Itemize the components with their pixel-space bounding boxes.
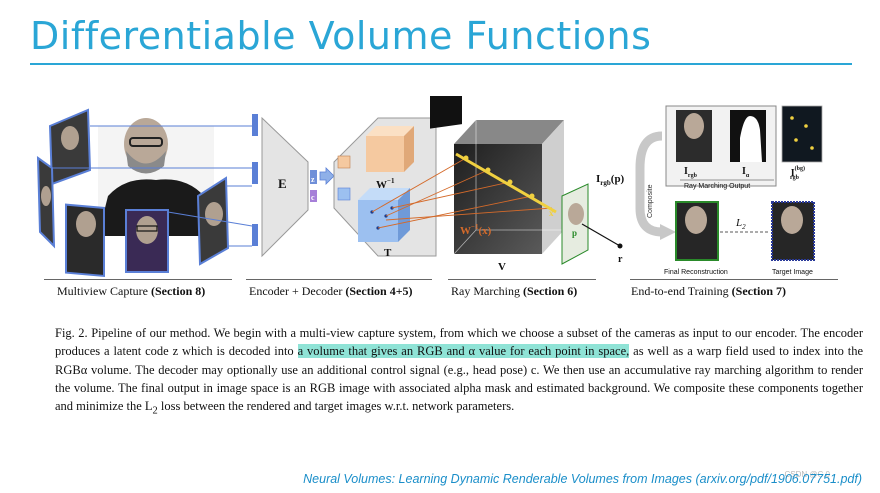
panel-label-encoder: Encoder + Decoder (Section 4+5) <box>249 284 413 298</box>
pipeline-figure: E z c W−1 T <box>36 96 823 278</box>
encoder-decoder: E z c W−1 T <box>252 114 437 259</box>
latent-code-symbol: z <box>311 175 315 184</box>
camera-photo-3 <box>65 203 105 278</box>
composite-arrow-icon <box>635 131 663 237</box>
encoder-symbol: E <box>278 176 287 191</box>
ray-marching: x W−1(x) V p r Irgb(p) <box>371 96 625 273</box>
loss-symbol: L2 <box>735 217 746 231</box>
input-bar-1 <box>252 114 258 136</box>
warp-volume-cube <box>366 126 414 172</box>
input-bar-3 <box>252 224 258 246</box>
end-to-end-training: Irgb Iα I(bg)rgb Ray Marching Output Com… <box>635 105 823 276</box>
caption-highlight: a volume that gives an RGB and α value f… <box>297 344 630 359</box>
volume-symbol: V <box>498 261 506 273</box>
panel-label-raymarch: Ray Marching (Section 6) <box>451 284 578 298</box>
pixel-symbol: p <box>572 228 577 238</box>
panel-label-capture: Multiview Capture (Section 8) <box>57 284 206 298</box>
panel-label-training: End-to-end Training (Section 7) <box>631 284 786 298</box>
ray-origin-dot <box>617 243 623 249</box>
rgb-output-label: Irgb <box>684 166 698 179</box>
latent-code-box <box>310 170 317 184</box>
section-rule-capture <box>44 279 232 280</box>
ray-symbol: r <box>618 254 623 265</box>
template-symbol: T <box>384 247 392 259</box>
camera-image-plane <box>430 96 462 129</box>
encoder-trapezoid <box>261 116 309 258</box>
section-rule-raymarch <box>448 279 596 280</box>
figure-caption: Fig. 2. Pipeline of our method. We begin… <box>55 326 863 417</box>
template-volume-cube <box>358 188 410 242</box>
capture-arrows <box>52 125 253 247</box>
section-rule-encoder <box>246 279 432 280</box>
slide-title: Differentiable Volume Functions <box>30 14 652 58</box>
volume-top-face <box>454 120 564 144</box>
section-rule-training <box>630 279 838 280</box>
camera-photo-1 <box>48 108 92 186</box>
ray-marching-output-label: Ray Marching Output <box>684 183 750 190</box>
ray-line <box>455 152 557 214</box>
citation-link[interactable]: Neural Volumes: Learning Dynamic Rendera… <box>303 472 862 486</box>
camera-photo-2 <box>36 156 56 249</box>
title-rule <box>30 63 852 65</box>
small-orange-cube <box>337 155 351 169</box>
target-image-label: Target Image <box>772 269 813 276</box>
control-signal-symbol: c <box>311 193 315 202</box>
volume-side-face <box>542 120 564 254</box>
watermark: CSDN @C.0 <box>784 470 830 479</box>
ray-origin-line <box>581 223 621 247</box>
composite-label: Composite <box>647 184 654 218</box>
rendered-pixel-label: Irgb(p) <box>596 173 625 187</box>
control-signal-box <box>310 190 317 202</box>
input-bar-2 <box>252 162 258 184</box>
small-blue-cube <box>337 187 351 201</box>
alpha-output-label: Iα <box>742 166 750 179</box>
warp-field-symbol: W−1(x) <box>460 223 492 237</box>
decoder-arrow-icon <box>319 167 335 185</box>
warp-symbol: W−1 <box>376 177 395 191</box>
background-output-label: I(bg)rgb <box>790 165 805 181</box>
camera-photo-4 <box>125 209 169 273</box>
background-output-thumb <box>781 105 823 163</box>
warp-rays <box>371 157 553 229</box>
final-reconstruction-label: Final Reconstruction <box>664 269 728 276</box>
sample-point-symbol: x <box>549 208 554 218</box>
multiview-capture <box>36 108 253 278</box>
